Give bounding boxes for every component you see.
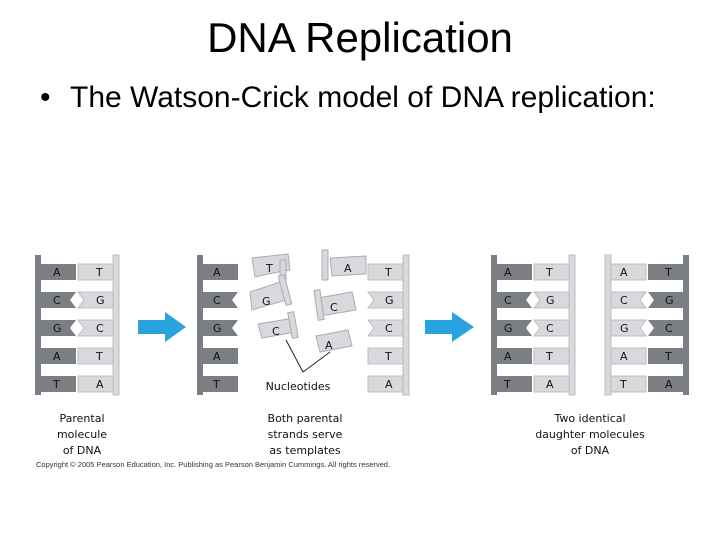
free-nucleotide-label-a: A xyxy=(325,339,333,352)
template-stage: A C G A T T G C T A xyxy=(197,249,410,457)
template-right-base-3: C xyxy=(385,322,393,335)
daughter2-right-base-1: T xyxy=(664,266,672,279)
free-nucleotide-label-c-mid: C xyxy=(272,325,280,338)
free-nucleotide-label-c-top: C xyxy=(330,301,338,314)
parental-right-bases xyxy=(77,263,114,393)
daughter1-left-base-4: A xyxy=(504,350,512,363)
template-left-bases xyxy=(203,264,238,392)
template-right-backbone xyxy=(402,254,410,396)
daughter1-right-base-3: C xyxy=(546,322,554,335)
parental-left-base-3: G xyxy=(53,322,62,335)
parental-right-backbone xyxy=(112,254,120,396)
copyright-notice: Copyright © 2005 Pearson Education, Inc.… xyxy=(36,460,390,469)
parental-right-base-5: A xyxy=(96,378,104,391)
daughter2-left-base-1: A xyxy=(620,266,628,279)
template-right-bases xyxy=(367,263,404,393)
daughter1-left-base-3: G xyxy=(504,322,513,335)
daughter-caption-line-1: Two identical xyxy=(553,412,625,425)
daughter-caption-line-2: daughter molecules xyxy=(535,428,645,441)
nucleotides-label: Nucleotides xyxy=(266,380,331,393)
template-left-base-3: G xyxy=(213,322,222,335)
slide-title: DNA Replication xyxy=(207,14,513,61)
parental-caption-line-2: molecule xyxy=(57,428,107,441)
daughter2-right-base-3: C xyxy=(665,322,673,335)
template-caption-line-2: strands serve xyxy=(268,428,343,441)
parental-right-base-2: G xyxy=(96,294,105,307)
parental-right-base-4: T xyxy=(95,350,103,363)
template-right-base-1: T xyxy=(384,266,392,279)
template-caption-line-3: as templates xyxy=(269,444,341,457)
parental-molecule: A C G A T T G C T A Parental molecule of… xyxy=(35,254,120,457)
daughter2-right-base-2: G xyxy=(665,294,674,307)
daughter-molecule-1: A C G A T T G C T A xyxy=(491,254,576,396)
free-nucleotide-a xyxy=(315,329,353,353)
daughter1-right-base-4: T xyxy=(545,350,553,363)
process-arrow-2 xyxy=(425,312,474,342)
parental-left-base-1: A xyxy=(53,266,61,279)
daughter2-left-base-5: T xyxy=(619,378,627,391)
parental-caption-line-1: Parental xyxy=(59,412,104,425)
daughter1-right-base-2: G xyxy=(546,294,555,307)
bullet-dot: • xyxy=(40,81,51,114)
daughter2-right-base-4: T xyxy=(664,350,672,363)
parental-left-base-5: T xyxy=(52,378,60,391)
parental-right-base-1: T xyxy=(95,266,103,279)
free-nucleotide-a-top xyxy=(329,255,367,277)
template-right-base-2: G xyxy=(385,294,394,307)
template-right-base-5: A xyxy=(385,378,393,391)
free-nucleotide-label-t: T xyxy=(265,262,273,275)
nucleotides-pointer-2 xyxy=(302,351,331,373)
parental-left-base-2: C xyxy=(53,294,61,307)
free-nucleotide-label-g: G xyxy=(262,295,271,308)
nucleotides-pointer-1 xyxy=(285,339,304,373)
daughter2-right-base-5: A xyxy=(665,378,673,391)
template-left-base-5: T xyxy=(212,378,220,391)
daughter2-left-base-3: G xyxy=(620,322,629,335)
daughter1-right-base-1: T xyxy=(545,266,553,279)
parental-right-base-3: C xyxy=(96,322,104,335)
parental-left-bases xyxy=(41,264,76,392)
parental-left-backbone xyxy=(35,255,41,395)
template-right-base-4: T xyxy=(384,350,392,363)
free-nucleotide-label-a-top: A xyxy=(344,262,352,275)
daughter2-left-base-2: C xyxy=(620,294,628,307)
daughter-caption-line-3: of DNA xyxy=(571,444,610,457)
parental-caption-line-3: of DNA xyxy=(63,444,102,457)
template-left-backbone xyxy=(197,255,203,395)
template-caption-line-1: Both parental xyxy=(268,412,343,425)
daughter2-left-base-4: A xyxy=(620,350,628,363)
free-nucleotides xyxy=(249,249,367,353)
process-arrow-1 xyxy=(138,312,186,342)
bullet-point: • The Watson-Crick model of DNA replicat… xyxy=(40,80,660,116)
template-left-base-1: A xyxy=(213,266,221,279)
daughter1-left-base-1: A xyxy=(504,266,512,279)
template-left-base-2: C xyxy=(213,294,221,307)
template-left-base-4: A xyxy=(213,350,221,363)
bullet-text: The Watson-Crick model of DNA replicatio… xyxy=(70,81,656,114)
daughter1-right-base-5: A xyxy=(546,378,554,391)
parental-left-base-4: A xyxy=(53,350,61,363)
daughter-molecule-2: A C G A T T G C T A xyxy=(604,254,689,396)
daughter1-left-base-5: T xyxy=(503,378,511,391)
daughter1-left-base-2: C xyxy=(504,294,512,307)
